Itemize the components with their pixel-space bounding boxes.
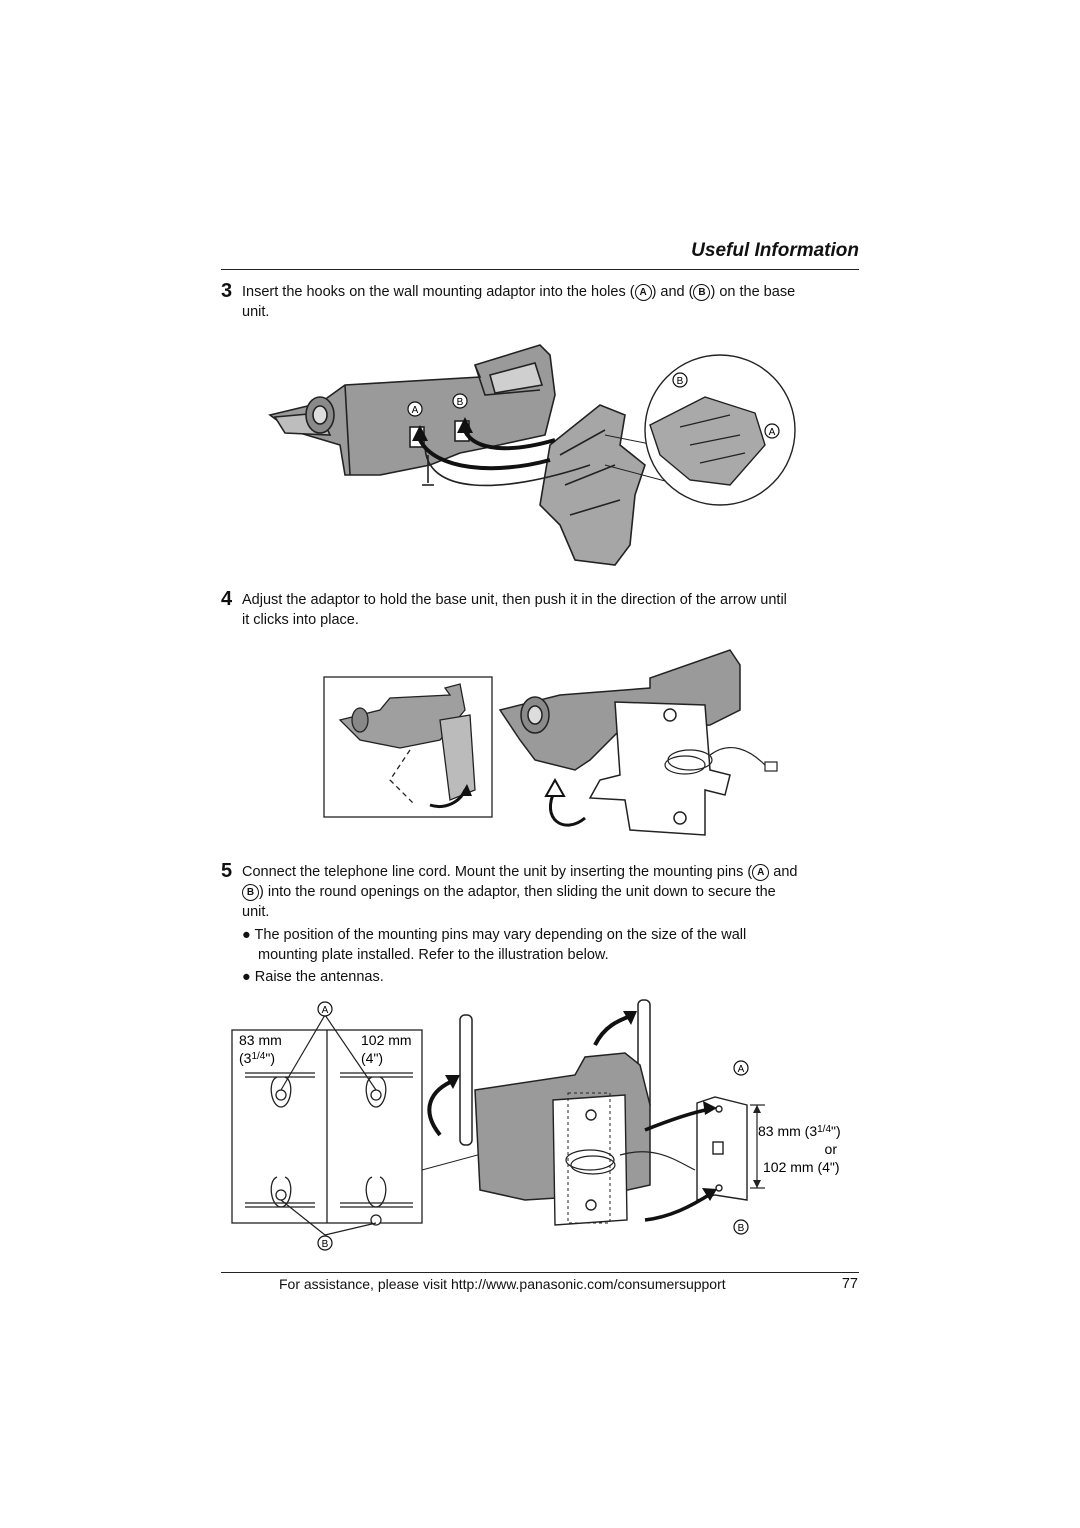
svg-text:B: B [322,1239,329,1250]
step-number-4: 4 [221,588,233,610]
fig5-left-callout-a-icon: A [317,1001,333,1017]
fig5-right-callout-b-icon: B [733,1219,749,1235]
svg-text:A: A [769,427,776,438]
right-inch-label: (4") [361,1050,383,1066]
figure3-callout-b-icon: B [452,393,468,409]
bullet-icon: ● [242,969,251,985]
step-3-line2: unit. [242,304,270,320]
svg-text:B: B [677,376,684,387]
page-number: 77 [841,1276,858,1292]
callout-b-icon: B [693,284,711,301]
right-mm-label: 102 mm [361,1032,412,1048]
fig5-left-callout-b-icon: B [317,1235,333,1251]
step-5-line1a: Connect the telephone line cord. Mount t… [242,864,753,880]
bullet-2: Raise the antennas. [254,969,384,985]
figure-hooks-into-base: A B B A [268,344,796,566]
fig5-right-callout-a-icon: A [733,1060,749,1076]
bullet-1-line1: The position of the mounting pins may va… [254,927,747,943]
step-5-bullets: ● The position of the mounting pins may … [242,925,746,987]
step-5-line3: unit. [242,904,270,920]
header-rule [221,269,859,270]
step-number-3: 3 [221,280,233,302]
zoom-callout-b-icon: B [672,372,688,388]
svg-text:B: B [457,397,464,408]
step-4-line1: Adjust the adaptor to hold the base unit… [242,592,787,608]
left-mm-label: 83 mm [239,1032,282,1048]
step-5-line2: ) into the round openings on the adaptor… [259,884,776,900]
step-3-line1b: ) and ( [651,284,694,300]
step-3-text: Insert the hooks on the wall mounting ad… [242,282,795,322]
svg-text:A: A [412,405,419,416]
footer-assistance: For assistance, please visit http://www.… [279,1276,726,1292]
section-title: Useful Information [691,240,859,261]
dim-or: or [825,1141,838,1157]
dim-line1: 83 mm (31/4") [758,1123,841,1139]
svg-text:A: A [322,1005,329,1016]
zoom-callout-a-icon: A [764,423,780,439]
step-number-5: 5 [221,860,233,882]
bullet-1-line2: mounting plate installed. Refer to the i… [258,947,609,963]
step-3-line1c: ) on the base [710,284,796,300]
step-5-line1b: and [769,864,798,880]
step-4-text: Adjust the adaptor to hold the base unit… [242,590,787,630]
callout-a-icon: A [634,284,652,301]
step-5-text: Connect the telephone line cord. Mount t… [242,862,797,922]
step5-callout-a-icon: A [752,864,770,881]
bullet-icon: ● [242,927,251,943]
figure3-callout-a-icon: A [407,401,423,417]
footer-rule [221,1272,859,1273]
figure-mount-unit: 83 mm (31/4") 102 mm (4") A B [231,999,841,1251]
figure-push-adaptor [323,649,778,836]
dim-line3: 102 mm (4") [763,1159,840,1175]
svg-text:B: B [738,1223,745,1234]
step-3-line1a: Insert the hooks on the wall mounting ad… [242,284,635,300]
svg-text:A: A [738,1064,745,1075]
step-4-line2: it clicks into place. [242,612,359,628]
step5-callout-b-icon: B [242,884,259,901]
left-inch-label: (31/4") [239,1050,275,1066]
